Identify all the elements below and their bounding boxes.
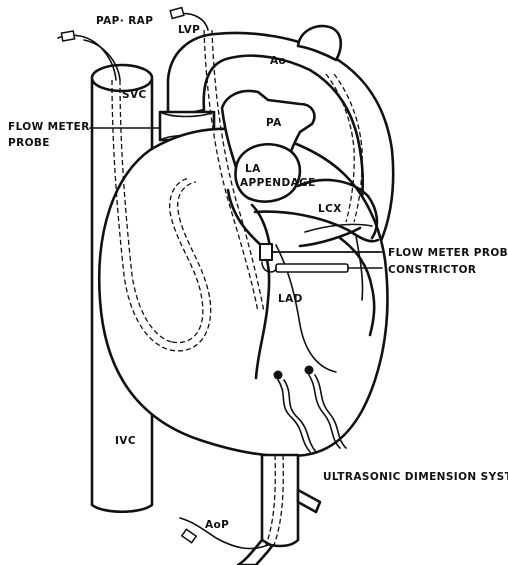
label-pap-rap: PAP· RAP xyxy=(96,15,153,27)
label-flow-meter-probe-left-line2: PROBE xyxy=(8,137,50,149)
label-lcx: LCX xyxy=(318,203,342,215)
label-lvp: LVP xyxy=(178,24,200,36)
label-ao: Ao xyxy=(270,55,286,67)
label-flow-meter-probe-left-line1: FLOW METER xyxy=(8,121,90,133)
label-pa: PA xyxy=(266,117,282,129)
label-ultrasonic-dimension-system: ULTRASONIC DIMENSION SYSTEM xyxy=(323,471,508,483)
label-aop: AoP xyxy=(205,519,229,531)
label-ivc: IVC xyxy=(115,435,136,447)
label-constrictor: CONSTRICTOR xyxy=(388,264,476,276)
label-la-appendage-line2: APPENDAGE xyxy=(240,177,316,189)
label-lad: LAD xyxy=(278,293,303,305)
label-flow-meter-probe-right: FLOW METER PROBE xyxy=(388,247,508,259)
label-la-appendage-line1: LA xyxy=(245,163,261,175)
label-svc: SVC xyxy=(122,89,147,101)
